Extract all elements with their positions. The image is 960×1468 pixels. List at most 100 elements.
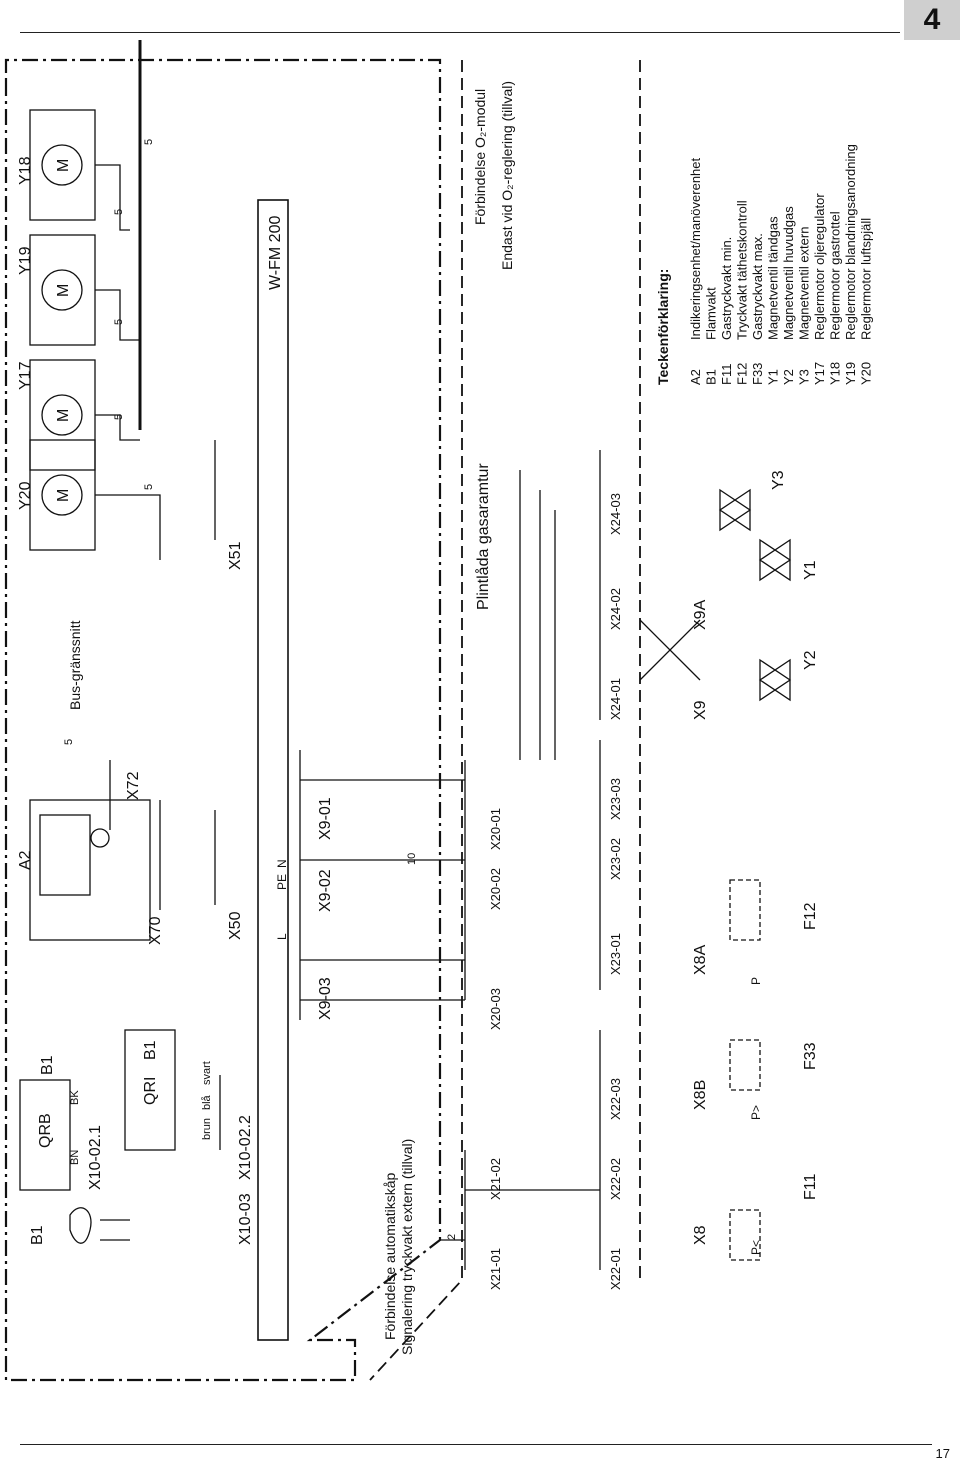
legend-desc-y2: Magnetventil huvudgas — [781, 206, 796, 340]
annotation-plintlada: Plintlåda gasaramtur — [474, 463, 492, 610]
label-p-lt: P< — [749, 1240, 763, 1255]
legend-desc-y1: Magnetventil tändgas — [766, 216, 781, 340]
a2-panel — [29, 799, 151, 941]
gas-box-boundary — [369, 60, 463, 1381]
label-n: N — [275, 859, 289, 868]
label-x9-02: X9-02 — [317, 869, 334, 912]
wire-svart: svart — [201, 1061, 213, 1085]
cable-x20-x24 — [519, 470, 556, 760]
legend-code-y17: Y17 — [812, 362, 827, 385]
legend-title: Teckenförklaring: — [655, 269, 671, 385]
legend-code-y3: Y3 — [797, 369, 812, 385]
motor-y18 — [41, 144, 83, 186]
legend-code-y2: Y2 — [781, 369, 796, 385]
motor-y20 — [41, 474, 83, 516]
label-x72: X72 — [125, 771, 142, 800]
label-x22-01: X22-01 — [608, 1248, 623, 1290]
wire-5-y20a: 5 — [113, 414, 125, 420]
label-wfm: W-FM 200 — [267, 216, 284, 290]
x-crossover — [639, 619, 701, 681]
wfm-rail — [257, 199, 289, 1341]
cabinet-outline — [4, 58, 442, 1382]
label-x10-02-2: X10-02.2 — [237, 1115, 254, 1180]
legend-code-f11: F11 — [719, 364, 734, 385]
bottom-rule — [20, 1444, 932, 1445]
label-x21-01: X21-01 — [488, 1248, 503, 1290]
annotation-left-line1: Förbindelse automatikskåp — [382, 1172, 398, 1340]
cable-x21 — [440, 1189, 600, 1241]
label-a2: A2 — [17, 850, 34, 870]
label-qrb: QRB — [37, 1113, 54, 1148]
wire-5-y20b: 5 — [143, 484, 155, 490]
label-l: L — [275, 933, 289, 940]
label-x22-03: X22-03 — [608, 1078, 623, 1120]
label-x23-03: X23-03 — [608, 778, 623, 820]
annotation-left-line2: Signalering tryckvakt extern (tillval) — [399, 1139, 415, 1355]
label-x20-03: X20-03 — [488, 988, 503, 1030]
label-x24-02: X24-02 — [608, 588, 623, 630]
label-y19: Y19 — [17, 246, 34, 275]
label-x24-01: X24-01 — [608, 678, 623, 720]
label-f11: F11 — [802, 1174, 819, 1200]
wire-5-y17: 5 — [113, 319, 125, 325]
label-y18: Y18 — [17, 156, 34, 185]
wire-bk: BK — [69, 1090, 81, 1105]
label-pe-rail: PE — [275, 874, 289, 890]
label-x50: X50 — [227, 911, 244, 940]
label-bus: Bus-gränssnitt — [67, 620, 83, 710]
wire-brun: brun — [201, 1118, 213, 1140]
label-y3: Y3 — [770, 470, 787, 490]
label-x51: X51 — [227, 541, 244, 570]
label-x23-01: X23-01 — [608, 933, 623, 975]
annotation-o2-reglering: Endast vid O₂-reglering (tillval) — [499, 81, 515, 270]
legend-desc-b1: Flamvakt — [704, 287, 719, 340]
valve-y3 — [718, 488, 752, 532]
annotation-o2-modul: Förbindelse O₂-modul — [472, 89, 488, 225]
legend: Teckenförklaring: A2Indikeringsenhet/man… — [655, 144, 874, 385]
section-tab: 4 — [904, 0, 960, 40]
label-y2: Y2 — [802, 650, 819, 670]
legend-desc-f12: Tryckvakt täthetskontroll — [735, 200, 750, 340]
label-qri: QRI — [142, 1077, 159, 1105]
legend-code-b1: B1 — [704, 369, 719, 385]
pressure-switch-f33 — [729, 1039, 761, 1091]
label-x10-02-1: X10-02.1 — [87, 1125, 104, 1190]
label-p-gt: P> — [749, 1105, 763, 1120]
label-b1-left: B1 — [29, 1225, 46, 1245]
top-rule — [20, 32, 900, 33]
legend-code-f33: F33 — [750, 363, 765, 385]
a2-knob — [90, 828, 110, 848]
pressure-switch-f12 — [729, 879, 761, 941]
legend-desc-y3: Magnetventil extern — [797, 227, 812, 340]
flame-sensor — [69, 1207, 130, 1244]
legend-desc-y17: Reglermotor oljeregulator — [812, 193, 827, 340]
label-x9-03: X9-03 — [317, 977, 334, 1020]
label-f33: F33 — [802, 1042, 819, 1070]
a2-display — [39, 814, 91, 896]
motor-y19 — [41, 269, 83, 311]
label-x9a: X9A — [692, 599, 709, 630]
label-x8: X8 — [692, 1225, 709, 1245]
label-b1-qrb: B1 — [39, 1055, 56, 1075]
motor-y20-m: M — [55, 489, 72, 502]
legend-code-y18: Y18 — [828, 362, 843, 385]
legend-code-y1: Y1 — [766, 369, 781, 385]
legend-desc-a2: Indikeringsenhet/manöverenhet — [688, 157, 703, 340]
legend-desc-f11: Gastryckvakt min. — [719, 237, 734, 340]
label-x22-02: X22-02 — [608, 1158, 623, 1200]
legend-code-y19: Y19 — [843, 362, 858, 385]
motor-y18-m: M — [55, 159, 72, 172]
label-b1-qri: B1 — [142, 1040, 159, 1060]
qri-sensor — [124, 1029, 176, 1151]
wire-5-y19: 5 — [113, 209, 125, 215]
cable-x9-x20 — [300, 779, 465, 1001]
wire-bn: BN — [69, 1150, 81, 1165]
legend-desc-f33: Gastryckvakt max. — [750, 233, 765, 340]
label-f12: F12 — [802, 902, 819, 930]
legend-code-y20: Y20 — [859, 362, 874, 385]
label-p: P — [749, 977, 763, 985]
label-x23-02: X23-02 — [608, 838, 623, 880]
label-y20: Y20 — [17, 481, 34, 510]
label-x9-01: X9-01 — [317, 797, 334, 840]
